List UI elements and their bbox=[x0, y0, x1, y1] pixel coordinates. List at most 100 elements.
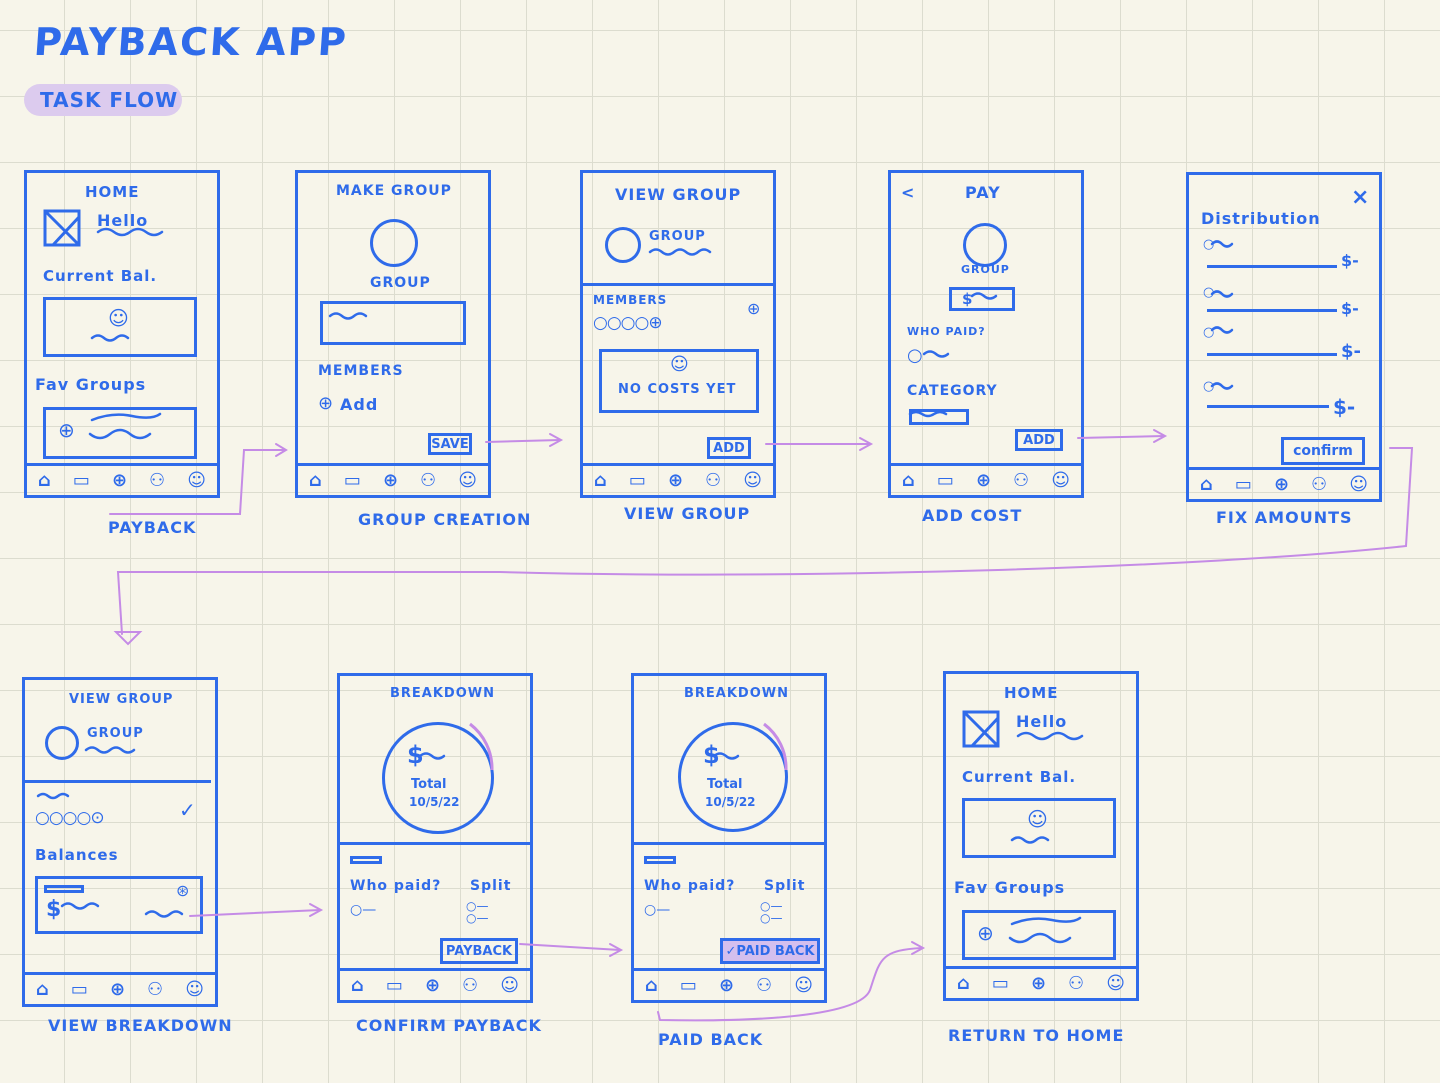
screen-pay: < PAY GROUP $ WHO PAID? ○ CATEGORY ADD ⌂… bbox=[888, 170, 1084, 498]
member-avatars: ○○○○⊙ bbox=[35, 808, 105, 828]
smiley-icon[interactable]: ☺ bbox=[1349, 474, 1368, 495]
confirm-button[interactable]: confirm bbox=[1281, 437, 1365, 465]
plus-icon[interactable]: ⊕ bbox=[424, 975, 441, 996]
caption-add-cost: ADD COST bbox=[922, 506, 1023, 525]
split-label: Split bbox=[470, 878, 512, 894]
caption-view-breakdown: VIEW BREAKDOWN bbox=[48, 1016, 233, 1035]
add-member-icon[interactable]: ⊕ bbox=[747, 299, 761, 318]
total-label: Total bbox=[707, 777, 743, 792]
home-icon[interactable]: ⌂ bbox=[1200, 474, 1213, 495]
people-icon[interactable]: ⚇ bbox=[1013, 470, 1030, 491]
home-icon[interactable]: ⌂ bbox=[957, 973, 970, 994]
people-icon[interactable]: ⚇ bbox=[756, 975, 773, 996]
card-icon[interactable]: ▭ bbox=[1234, 474, 1252, 495]
add-member-icon[interactable]: ⊕ bbox=[318, 393, 334, 414]
label-placeholder bbox=[350, 856, 382, 864]
caption-group-creation: GROUP CREATION bbox=[358, 510, 532, 529]
who-paid-label: Who paid? bbox=[644, 878, 736, 894]
member-avatars: ○○○○⊕ bbox=[593, 313, 663, 333]
home-icon[interactable]: ⌂ bbox=[902, 470, 915, 491]
fav-group-card[interactable]: ⊕ bbox=[43, 407, 197, 459]
card-icon[interactable]: ▭ bbox=[679, 975, 697, 996]
balance-label: Current Bal. bbox=[43, 267, 158, 285]
smiley-icon[interactable]: ☺ bbox=[1106, 973, 1125, 994]
group-photo[interactable] bbox=[370, 219, 418, 267]
bottom-nav: ⌂ ▭ ⊕ ⚇ ☺ bbox=[25, 972, 215, 1004]
member-row[interactable]: ○ $- bbox=[1203, 285, 1359, 318]
member-row[interactable]: ○ $- bbox=[1203, 237, 1359, 270]
caption-confirm-payback: CONFIRM PAYBACK bbox=[356, 1016, 542, 1035]
balance-card[interactable]: ☺ bbox=[43, 297, 197, 357]
amount-value: $- bbox=[1341, 341, 1361, 362]
home-icon[interactable]: ⌂ bbox=[594, 470, 607, 491]
total-ring: $ Total 10/5/22 bbox=[678, 722, 788, 832]
check-icon[interactable]: ✓ bbox=[179, 798, 196, 822]
amount-input[interactable]: $ bbox=[949, 287, 1015, 311]
smiley-icon[interactable]: ☺ bbox=[1051, 470, 1070, 491]
bottom-nav: ⌂ ▭ ⊕ ⚇ ☺ bbox=[1189, 467, 1379, 499]
amount-value: $- bbox=[1341, 251, 1359, 270]
card-icon[interactable]: ▭ bbox=[385, 975, 403, 996]
members-label: MEMBERS bbox=[593, 293, 668, 307]
amount-value: $- bbox=[1341, 299, 1359, 318]
people-icon[interactable]: ⚇ bbox=[462, 975, 479, 996]
image-placeholder-icon bbox=[962, 710, 1000, 748]
fav-group-card[interactable]: ⊕ bbox=[962, 910, 1116, 960]
category-select[interactable] bbox=[909, 409, 969, 425]
balance-card[interactable]: $ ⊛ bbox=[35, 876, 203, 934]
plus-icon[interactable]: ⊕ bbox=[977, 921, 994, 945]
smiley-icon[interactable]: ☺ bbox=[458, 470, 477, 491]
plus-icon[interactable]: ⊕ bbox=[975, 470, 992, 491]
home-icon[interactable]: ⌂ bbox=[36, 979, 49, 1000]
card-icon[interactable]: ▭ bbox=[991, 973, 1009, 994]
paid-back-button[interactable]: ✓PAID BACK bbox=[720, 938, 820, 964]
plus-icon[interactable]: ⊕ bbox=[58, 418, 75, 442]
home-icon[interactable]: ⌂ bbox=[38, 470, 51, 491]
card-icon[interactable]: ▭ bbox=[70, 979, 88, 1000]
people-icon[interactable]: ⚇ bbox=[705, 470, 722, 491]
screen-heading: BREAKDOWN bbox=[684, 686, 789, 701]
smiley-icon: ☺ bbox=[1027, 807, 1048, 831]
home-icon[interactable]: ⌂ bbox=[309, 470, 322, 491]
payer-option[interactable]: ○ bbox=[907, 345, 923, 366]
plus-icon[interactable]: ⊕ bbox=[667, 470, 684, 491]
save-button[interactable]: SAVE bbox=[428, 433, 472, 455]
smiley-icon[interactable]: ☺ bbox=[500, 975, 519, 996]
add-cost-button[interactable]: ADD bbox=[707, 437, 751, 459]
smiley-icon[interactable]: ☺ bbox=[794, 975, 813, 996]
home-icon[interactable]: ⌂ bbox=[351, 975, 364, 996]
caption-fix-amounts: FIX AMOUNTS bbox=[1216, 508, 1353, 527]
member-row[interactable]: ○ $- bbox=[1203, 379, 1356, 419]
card-icon[interactable]: ▭ bbox=[72, 470, 90, 491]
plus-icon[interactable]: ⊕ bbox=[1030, 973, 1047, 994]
smiley-icon[interactable]: ☺ bbox=[185, 979, 204, 1000]
people-icon[interactable]: ⚇ bbox=[147, 979, 164, 1000]
plus-icon[interactable]: ⊕ bbox=[109, 979, 126, 1000]
empty-costs-card: ☺ NO COSTS YET bbox=[599, 349, 759, 413]
plus-icon[interactable]: ⊕ bbox=[718, 975, 735, 996]
plus-icon[interactable]: ⊕ bbox=[1273, 474, 1290, 495]
plus-icon[interactable]: ⊕ bbox=[382, 470, 399, 491]
people-icon[interactable]: ⚇ bbox=[1311, 474, 1328, 495]
plus-icon[interactable]: ⊕ bbox=[111, 470, 128, 491]
back-icon[interactable]: < bbox=[901, 183, 916, 202]
people-icon[interactable]: ⚇ bbox=[149, 470, 166, 491]
card-icon[interactable]: ▭ bbox=[343, 470, 361, 491]
people-icon[interactable]: ⚇ bbox=[420, 470, 437, 491]
add-cost-button[interactable]: ADD bbox=[1015, 429, 1063, 451]
card-icon[interactable]: ▭ bbox=[936, 470, 954, 491]
member-row[interactable]: ○ $- bbox=[1203, 325, 1361, 362]
smiley-icon[interactable]: ☺ bbox=[743, 470, 762, 491]
payback-button[interactable]: PAYBACK bbox=[440, 938, 518, 964]
home-icon[interactable]: ⌂ bbox=[645, 975, 658, 996]
add-member-label[interactable]: Add bbox=[340, 395, 379, 414]
smiley-icon[interactable]: ☺ bbox=[187, 470, 206, 491]
card-icon[interactable]: ▭ bbox=[628, 470, 646, 491]
group-name-input[interactable] bbox=[320, 301, 466, 345]
close-icon[interactable]: × bbox=[1351, 185, 1371, 210]
total-ring: $ Total 10/5/22 bbox=[382, 722, 494, 834]
screen-heading: Distribution bbox=[1201, 209, 1321, 228]
balance-card[interactable]: ☺ bbox=[962, 798, 1116, 858]
caption-view-group: VIEW GROUP bbox=[624, 504, 751, 523]
people-icon[interactable]: ⚇ bbox=[1068, 973, 1085, 994]
